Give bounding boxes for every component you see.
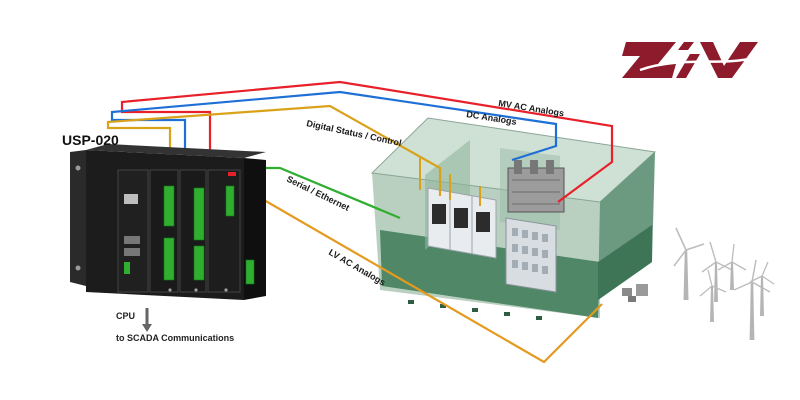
mv-ac-line [120,80,614,203]
digital-line [106,104,442,196]
wind-farm [673,227,775,340]
digital-label: Digital Status / Control [306,118,403,148]
wind-turbine-icon [733,259,771,340]
wind-turbine-icon [717,243,747,290]
device-model-label: USP-020 [62,132,119,148]
wind-turbine-icon [673,227,705,300]
scada-label: to SCADA Communications [116,333,234,343]
transformer [507,160,565,213]
usp-020-device [70,144,266,300]
lv-panel [505,217,557,293]
arrow-down-icon [142,308,152,332]
wind-turbine-icon [701,241,733,302]
wind-turbine-icon [749,261,775,316]
transformer-icon [622,284,648,302]
wind-turbine-icon [699,269,727,322]
dc-label: DC Analogs [466,109,518,127]
switchgear-cabinets [427,187,497,259]
dc-line [110,90,558,170]
cpu-label: CPU [116,311,135,321]
ziv-logo [622,42,758,78]
digital-line-branch-1 [419,158,481,206]
